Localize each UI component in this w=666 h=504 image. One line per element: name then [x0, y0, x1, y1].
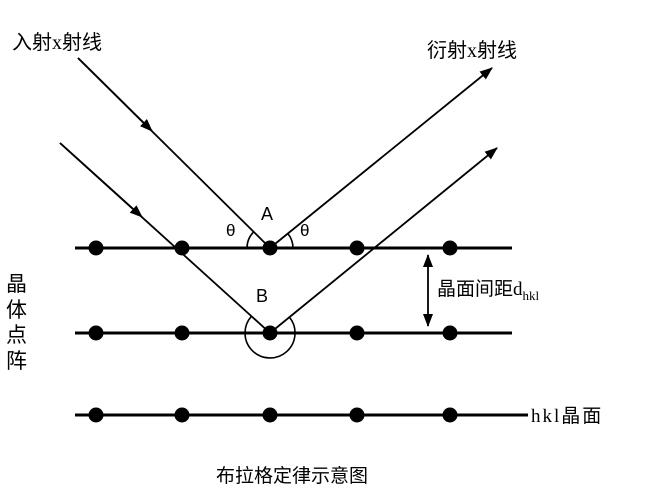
- theta-left-label: θ: [226, 221, 236, 240]
- incident-ray-label: 入射x射线: [12, 32, 102, 54]
- lattice-label: 晶体点阵: [6, 272, 27, 373]
- lattice-dot: [442, 325, 458, 341]
- caption: 布拉格定律示意图: [215, 466, 368, 487]
- incident-ray-1-arrowhead: [77, 57, 153, 132]
- incident-rays: [59, 57, 271, 334]
- lattice-dot: [349, 407, 365, 423]
- angle-arc-b: [244, 315, 296, 359]
- lattice-dot: [174, 240, 190, 256]
- angle-arc-a-left: [246, 231, 255, 249]
- lattice-dot: [174, 407, 190, 423]
- angle-arcs: [244, 231, 296, 359]
- spacing-label-main: 晶面间距d: [437, 279, 523, 300]
- lattice-dot: [88, 407, 104, 423]
- angle-arc-a-right: [287, 233, 294, 249]
- spacing-label: 晶面间距dhkl: [437, 274, 540, 303]
- lattice-dot: [88, 240, 104, 256]
- lattice-dot: [349, 240, 365, 256]
- diffracted-ray-label: 衍射x射线: [427, 40, 517, 62]
- lattice-dots: [88, 240, 458, 423]
- lattice-dot: [349, 325, 365, 341]
- diffracted-ray-2: [269, 147, 498, 334]
- lattice-dot: [88, 325, 104, 341]
- lattice-dot: [174, 325, 190, 341]
- diffracted-ray-1: [269, 67, 493, 249]
- hkl-plane-label: hkl晶面: [531, 406, 604, 427]
- diffracted-rays: [269, 67, 498, 334]
- theta-right-label: θ: [300, 221, 310, 240]
- lattice-dot: [442, 240, 458, 256]
- point-a-label: A: [261, 204, 274, 224]
- spacing-label-subscript: hkl: [522, 287, 540, 303]
- point-b-label: B: [256, 286, 269, 306]
- lattice-dot: [442, 407, 458, 423]
- incident-ray-2-arrowhead: [59, 142, 143, 218]
- lattice-dot: [262, 407, 278, 423]
